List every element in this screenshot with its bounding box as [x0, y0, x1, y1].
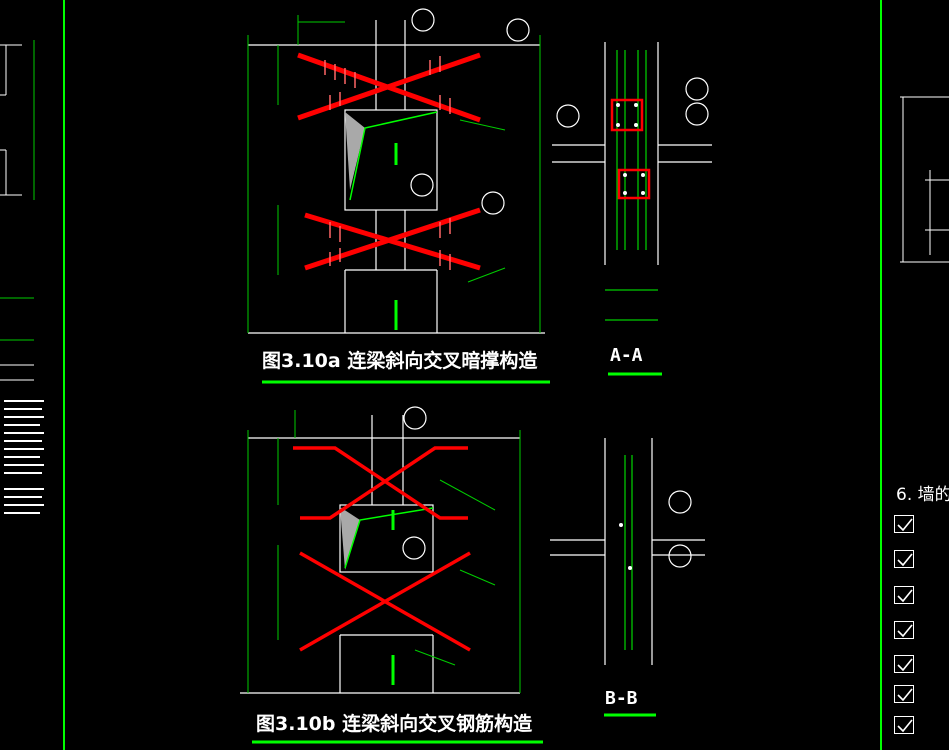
figure-b-outline	[240, 415, 520, 694]
figure-a-green-bar	[349, 111, 438, 201]
section-bb-label: B-B	[605, 688, 638, 709]
sheet-frame	[63, 0, 882, 750]
section-aa-rebar	[605, 50, 658, 321]
figure-b-hatch	[340, 507, 360, 570]
figure-a-dimensions	[247, 15, 541, 333]
figure-b-callouts	[402, 406, 427, 560]
figure-a-outline	[248, 20, 545, 334]
checkbox-2[interactable]	[894, 550, 914, 568]
section-aa-label: A-A	[610, 345, 643, 366]
section-aa-boxes	[610, 98, 651, 200]
checkbox-3[interactable]	[894, 586, 914, 604]
left-panel-drawing	[0, 40, 35, 381]
right-panel-heading: 6. 墙的	[896, 485, 949, 505]
checkbox-6[interactable]	[894, 685, 914, 703]
section-aa-bars	[616, 103, 645, 195]
checkbox-4[interactable]	[894, 621, 914, 639]
figure-b-green-bar	[344, 507, 434, 569]
figure-a-hatch	[345, 112, 365, 190]
checkbox-7[interactable]	[894, 716, 914, 734]
checkbox-5[interactable]	[894, 655, 914, 673]
figure-a-red-braces	[297, 52, 481, 271]
left-panel-notes	[4, 400, 44, 514]
figure-a-caption: 图3.10a 连梁斜向交叉暗撑构造	[262, 350, 538, 372]
section-bb-bars	[619, 523, 632, 570]
section-aa-drawing	[552, 42, 712, 265]
figure-b-red-bars	[293, 446, 471, 652]
figure-a-callouts	[410, 8, 530, 215]
checkbox-1[interactable]	[894, 515, 914, 533]
figure-b-caption: 图3.10b 连梁斜向交叉钢筋构造	[256, 713, 533, 735]
right-panel-drawing	[900, 96, 949, 263]
figure-b-dimensions	[247, 410, 521, 693]
figure-a-stirrups	[324, 56, 451, 270]
section-bb-rebar	[624, 455, 633, 650]
section-bb-drawing	[550, 438, 705, 665]
